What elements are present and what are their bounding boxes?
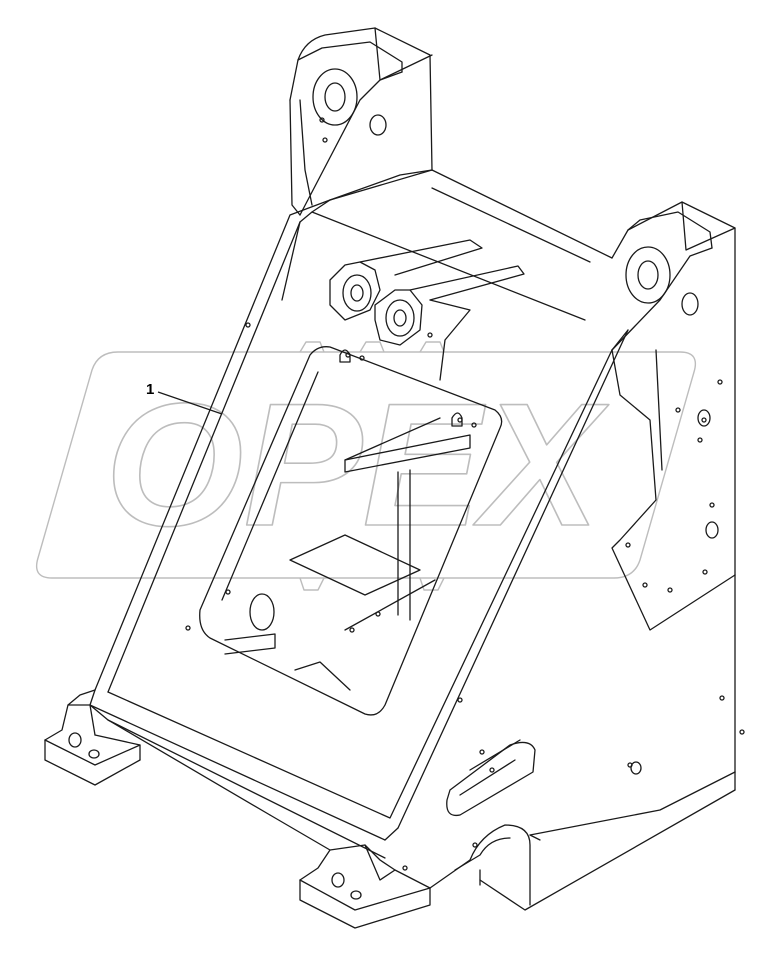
front-frame-drawing <box>44 27 745 929</box>
leader-line-1 <box>157 391 223 415</box>
callout-1: 1 <box>146 381 223 415</box>
opex-watermark-logo: OPEX <box>35 341 697 591</box>
callout-label-1: 1 <box>146 381 154 398</box>
